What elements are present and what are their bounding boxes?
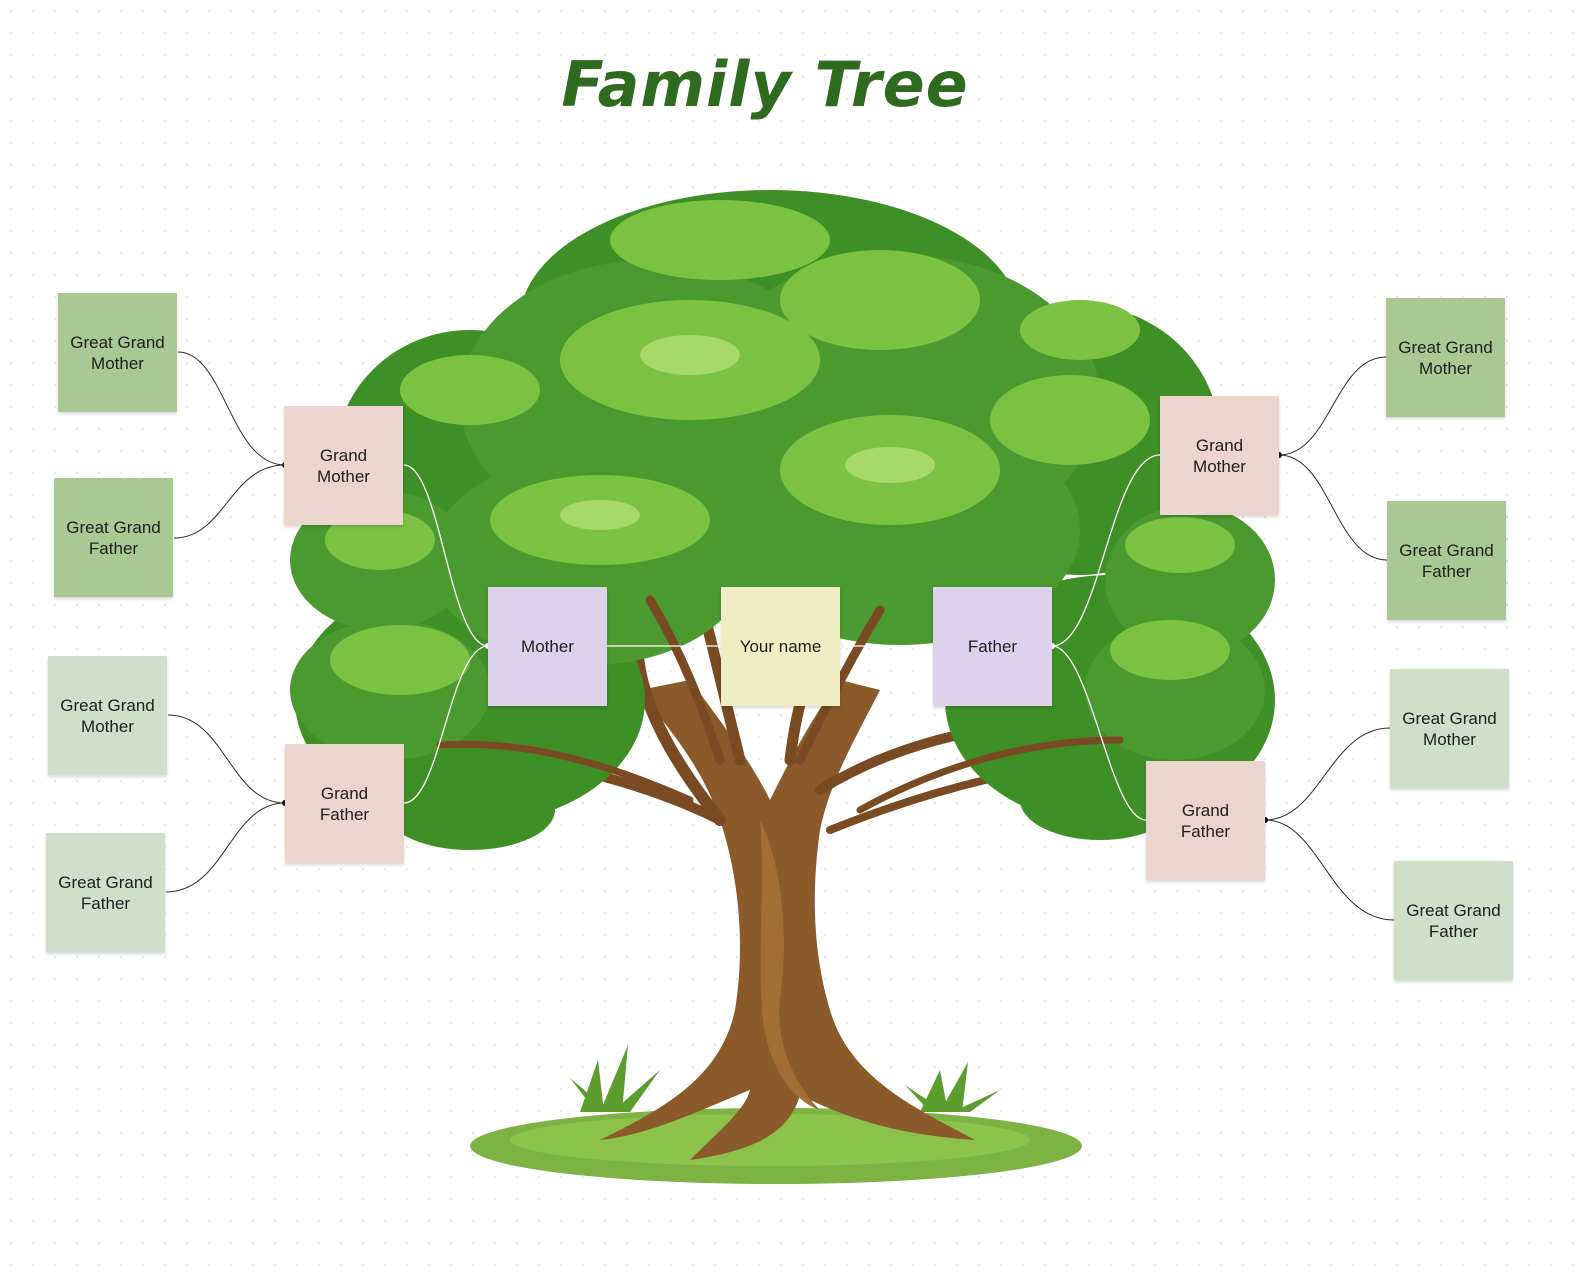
left-gf-great-grandmother-label: Great Grand Mother <box>60 695 155 736</box>
right-grandmother-note[interactable]: Grand Mother <box>1160 396 1279 515</box>
right-gf-great-grandmother-label: Great Grand Mother <box>1402 708 1497 749</box>
father-note[interactable]: Father <box>933 587 1052 706</box>
left-gf-great-grandfather-label: Great Grand Father <box>58 872 153 913</box>
left-grandfather-label: Grand Father <box>319 783 370 824</box>
right-gm-great-grandfather-note[interactable]: Great Grand Father <box>1387 501 1506 620</box>
left-gm-great-grandmother-note[interactable]: Great Grand Mother <box>58 293 177 412</box>
self-note[interactable]: Your name <box>721 587 840 706</box>
right-gm-great-grandmother-label: Great Grand Mother <box>1398 337 1493 378</box>
father-label: Father <box>967 637 1018 656</box>
self-label: Your name <box>739 637 822 656</box>
trunk-shade <box>760 820 820 1110</box>
right-gf-great-grandfather-note[interactable]: Great Grand Father <box>1394 861 1513 980</box>
left-grandfather-note[interactable]: Grand Father <box>285 744 404 863</box>
right-gm-great-grandfather-label: Great Grand Father <box>1399 540 1494 581</box>
right-grandfather-note[interactable]: Grand Father <box>1146 761 1265 880</box>
left-gm-great-grandmother-label: Great Grand Mother <box>70 332 165 373</box>
left-grandmother-label: Grand Mother <box>317 445 370 486</box>
grass-tuft-right <box>905 1062 1000 1112</box>
left-gf-great-grandfather-note[interactable]: Great Grand Father <box>46 833 165 952</box>
grass-tuft-left <box>570 1045 660 1112</box>
mother-label: Mother <box>521 637 574 656</box>
tree-trunk <box>600 680 975 1160</box>
mother-note[interactable]: Mother <box>488 587 607 706</box>
right-grandmother-label: Grand Mother <box>1193 435 1246 476</box>
tree-canopy <box>290 190 1275 850</box>
right-gm-great-grandmother-note[interactable]: Great Grand Mother <box>1386 298 1505 417</box>
right-gf-great-grandmother-note[interactable]: Great Grand Mother <box>1390 669 1509 788</box>
right-gf-great-grandfather-label: Great Grand Father <box>1406 900 1501 941</box>
page-title: Family Tree <box>561 48 969 121</box>
right-grandfather-label: Grand Father <box>1180 800 1231 841</box>
left-gm-great-grandfather-note[interactable]: Great Grand Father <box>54 478 173 597</box>
left-gm-great-grandfather-label: Great Grand Father <box>66 517 161 558</box>
left-grandmother-note[interactable]: Grand Mother <box>284 406 403 525</box>
left-gf-great-grandmother-note[interactable]: Great Grand Mother <box>48 656 167 775</box>
